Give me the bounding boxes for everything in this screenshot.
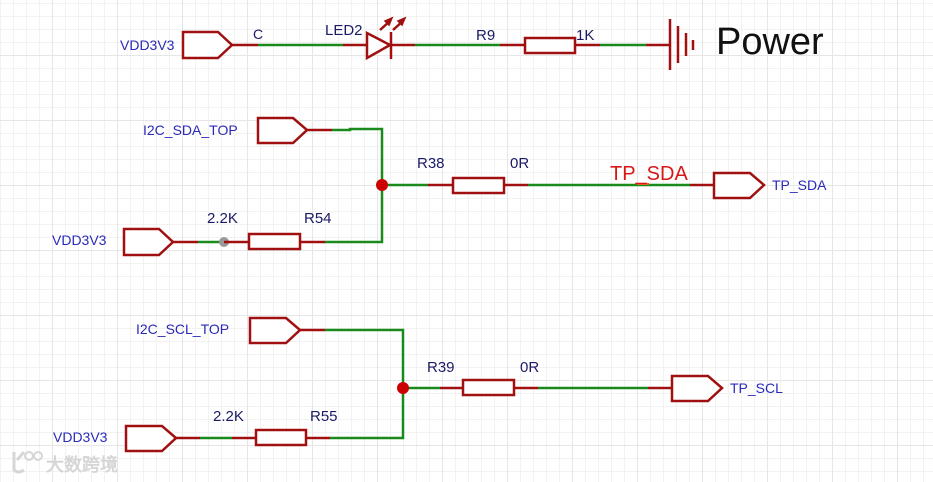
wire-scl-top[interactable]: [325, 328, 405, 388]
wire-r54-junction[interactable]: [325, 185, 384, 244]
port-label-vdd3v3-sda: VDD3V3: [52, 232, 107, 248]
wire-sda-top[interactable]: [332, 127, 384, 185]
r55-value: 2.2K: [213, 408, 244, 425]
scl-section: I2C_SCL_TOP VDD3V3 2.2K R55 R39 0R TP_SC…: [53, 316, 783, 453]
port-vdd3v3-power[interactable]: [181, 30, 234, 60]
r9-value: 1K: [576, 27, 594, 44]
r54-value: 2.2K: [207, 210, 238, 227]
port-label-i2c-sda-top: I2C_SDA_TOP: [143, 122, 238, 138]
junction-dot-scl: [397, 382, 409, 394]
port-vdd3v3-sda[interactable]: [122, 227, 175, 257]
led-designator: LED2: [325, 22, 363, 39]
r38-designator: R38: [417, 155, 445, 172]
port-i2c-sda-top[interactable]: [256, 116, 309, 145]
ground-symbol[interactable]: [646, 19, 695, 70]
resistor-r39[interactable]: [461, 378, 516, 397]
resistor-r54[interactable]: [247, 232, 302, 251]
r39-value: 0R: [520, 359, 539, 376]
watermark: 大数跨境: [12, 451, 118, 475]
watermark-logo-icon: [12, 451, 43, 474]
section-title-power: Power: [716, 21, 824, 63]
power-section: VDD3V3 C LED2 R9 1K Power: [120, 16, 824, 70]
resistor-r9[interactable]: [523, 36, 577, 55]
wire-r55-junction[interactable]: [330, 388, 405, 440]
junction-dot-sda: [376, 179, 388, 191]
port-label-tp-sda: TP_SDA: [772, 177, 827, 193]
r55-designator: R55: [310, 408, 338, 425]
led-symbol[interactable]: [365, 16, 407, 61]
r54-designator: R54: [304, 210, 332, 227]
port-label-i2c-scl-top: I2C_SCL_TOP: [136, 321, 229, 337]
resistor-r38[interactable]: [451, 176, 506, 195]
port-i2c-scl-top[interactable]: [248, 316, 302, 345]
watermark-text: 大数跨境: [46, 454, 118, 475]
r9-designator: R9: [476, 27, 495, 44]
net-label-c: C: [253, 26, 263, 42]
port-vdd3v3-scl[interactable]: [124, 424, 178, 453]
port-tp-sda[interactable]: [712, 171, 766, 200]
sda-section: I2C_SDA_TOP VDD3V3 2.2K R54 R38 0R TP_SD…: [52, 116, 827, 257]
port-label-vdd3v3-scl: VDD3V3: [53, 429, 108, 445]
port-label-tp-scl: TP_SCL: [730, 380, 783, 396]
r39-designator: R39: [427, 359, 455, 376]
port-tp-scl[interactable]: [670, 374, 724, 403]
resistor-r55[interactable]: [254, 428, 308, 447]
net-label-tp-sda: TP_SDA: [610, 163, 688, 185]
port-label-vdd3v3-power: VDD3V3: [120, 37, 175, 53]
r38-value: 0R: [510, 155, 529, 172]
